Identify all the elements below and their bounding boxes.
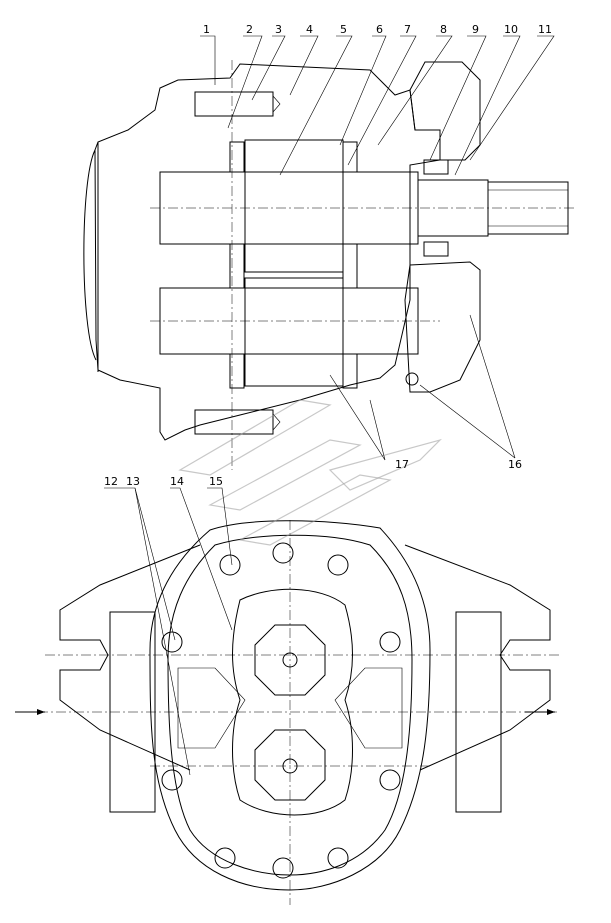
- label-10: 10: [504, 23, 518, 36]
- end-view: [15, 520, 560, 905]
- housing-body: [94, 63, 441, 441]
- lip-seal: [423, 159, 449, 175]
- o-ring: [405, 372, 419, 386]
- label-12: 12: [104, 475, 118, 488]
- bolt-bottom: [194, 409, 274, 435]
- label-11: 11: [538, 23, 552, 36]
- lower-rotor: [254, 729, 326, 801]
- label-2: 2: [246, 23, 253, 36]
- label-17: 17: [395, 458, 409, 471]
- label-5: 5: [340, 23, 347, 36]
- side-flange-left: [59, 544, 201, 771]
- label-8: 8: [440, 23, 447, 36]
- label-6: 6: [376, 23, 383, 36]
- label-4: 4: [306, 23, 313, 36]
- driven-gear: [244, 277, 344, 387]
- bolt-circle: [161, 542, 401, 879]
- label-1: 1: [203, 23, 210, 36]
- label-7: 7: [404, 23, 411, 36]
- bushing-left-lower: [229, 243, 245, 289]
- label-14: 14: [170, 475, 184, 488]
- bushing-left-bottom: [229, 353, 245, 389]
- bushing-right-lower: [342, 243, 358, 289]
- end-view-body: [149, 520, 431, 891]
- bushing-right-upper: [342, 141, 358, 173]
- housing-end-cap: [409, 61, 481, 161]
- leader-lines: [104, 35, 555, 776]
- label-16: 16: [508, 458, 522, 471]
- drive-gear: [244, 139, 344, 273]
- label-3: 3: [275, 23, 282, 36]
- flange-outline: [83, 142, 99, 372]
- label-9: 9: [472, 23, 479, 36]
- label-text-group: 1 2 3 4 5 6 7 8 9 10 11 12 13 14 15 16 1…: [104, 23, 552, 488]
- bushing-left-upper: [229, 141, 245, 173]
- gear-chamber: [232, 588, 353, 816]
- section-view: [83, 60, 575, 470]
- label-13: 13: [126, 475, 140, 488]
- upper-rotor: [254, 624, 326, 696]
- bushing-right-bottom: [342, 353, 358, 389]
- label-15: 15: [209, 475, 223, 488]
- watermark-logo: [178, 399, 443, 546]
- side-flange-right: [404, 544, 551, 771]
- housing-lower-right: [404, 261, 481, 393]
